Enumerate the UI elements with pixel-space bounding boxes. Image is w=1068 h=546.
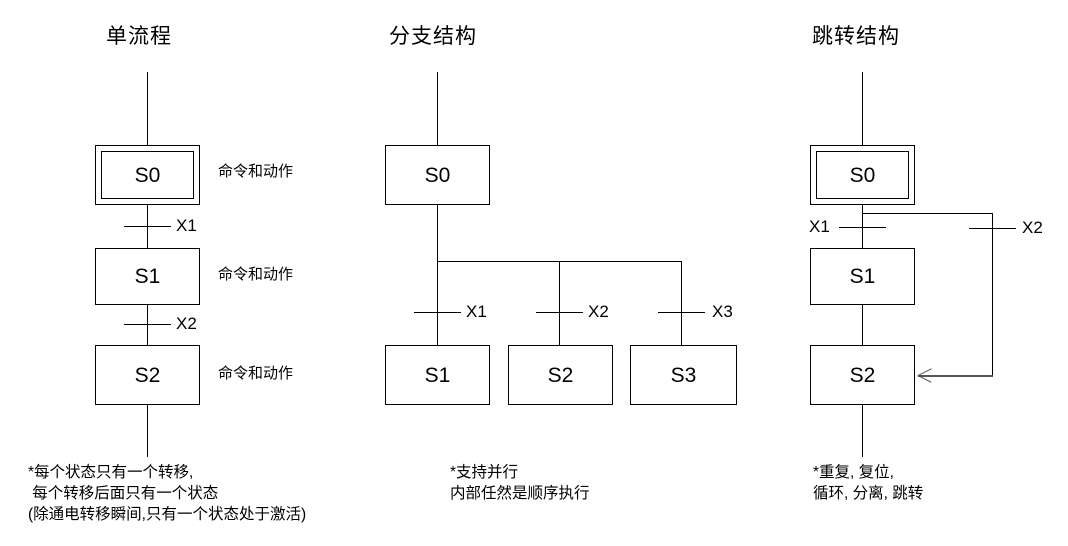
state-box-c2-s1[interactable]: S1 (385, 345, 490, 405)
state-note-c1-s0: 命令和动作 (218, 163, 294, 180)
state-box-c1-s2[interactable]: S2 (95, 345, 200, 405)
state-box-c2-s2[interactable]: S2 (508, 345, 613, 405)
state-box-c3-s2[interactable]: S2 (810, 345, 915, 405)
flow-line-top-c1 (147, 72, 148, 145)
state-box-c3-s0[interactable]: S0 (810, 145, 915, 205)
flow-line-top-c3 (862, 72, 863, 145)
state-box-c3-s1[interactable]: S1 (810, 248, 915, 305)
state-label-c2-s2: S2 (547, 363, 574, 387)
state-label-c3-s0: S0 (849, 163, 876, 187)
transition-label-c3-x1: X1 (809, 217, 830, 236)
branch-line-c2-3 (681, 261, 682, 345)
column-title-jump: 跳转结构 (812, 25, 900, 48)
flow-line-bottom-c3 (862, 405, 863, 457)
footnote-branch: *支持并行 内部任然是顺序执行 (450, 464, 590, 502)
transition-tick-c3-x1 (839, 227, 886, 228)
transition-tick-c2-x1 (414, 312, 461, 313)
column-title-single-flow: 单流程 (106, 25, 172, 48)
flow-line-c3-s0-s1 (862, 205, 863, 248)
jump-vertical-line-c3 (992, 213, 993, 375)
state-box-inner-c1-s0: S0 (101, 151, 194, 199)
state-label-c1-s0: S0 (134, 163, 161, 187)
footnote-jump: *重复, 复位, 循环, 分离, 跳转 (813, 464, 924, 502)
transition-label-c1-x1: X1 (176, 216, 197, 235)
state-label-c1-s2: S2 (134, 363, 161, 387)
state-label-c2-s1: S1 (424, 363, 451, 387)
state-box-c2-s3[interactable]: S3 (630, 345, 737, 405)
state-box-c1-s0[interactable]: S0 (95, 145, 200, 205)
transition-tick-c2-x3 (658, 312, 705, 313)
state-box-c2-s0[interactable]: S0 (385, 145, 490, 205)
transition-tick-c1-x2 (124, 324, 171, 325)
state-box-c1-s1[interactable]: S1 (95, 248, 200, 305)
transition-label-c2-x3: X3 (712, 302, 733, 321)
transition-label-c3-x2: X2 (1022, 218, 1043, 237)
flow-line-bottom-c1 (147, 405, 148, 457)
footnote-single-flow: *每个状态只有一个转移, 每个转移后面只有一个状态 (除通电转移瞬间,只有一个状… (28, 464, 307, 523)
flow-line-c3-s1-s2 (862, 305, 863, 345)
column-title-branch: 分支结构 (389, 25, 477, 48)
flow-line-c1-s1-s2 (147, 305, 148, 345)
branch-line-c2-2 (559, 261, 560, 345)
flow-line-top-c2 (437, 72, 438, 145)
transition-tick-c1-x1 (124, 226, 171, 227)
transition-tick-c3-x2 (969, 228, 1016, 229)
state-label-c3-s2: S2 (849, 363, 876, 387)
state-label-c1-s1: S1 (134, 265, 161, 288)
state-label-c2-s3: S3 (670, 363, 697, 387)
state-note-c1-s1: 命令和动作 (218, 266, 294, 283)
transition-label-c2-x1: X1 (466, 302, 487, 321)
flow-line-c2-s0-split (437, 205, 438, 262)
transition-tick-c2-x2 (536, 312, 583, 313)
jump-return-arrow-line-c3 (918, 375, 993, 377)
jump-takeoff-line-c3 (862, 213, 993, 214)
state-label-c3-s1: S1 (849, 265, 876, 288)
transition-label-c2-x2: X2 (588, 302, 609, 321)
transition-label-c1-x2: X2 (176, 314, 197, 333)
branch-line-c2-1 (437, 261, 438, 345)
state-note-c1-s2: 命令和动作 (218, 365, 294, 382)
state-box-inner-c3-s0: S0 (816, 151, 909, 199)
state-label-c2-s0: S0 (424, 163, 451, 187)
